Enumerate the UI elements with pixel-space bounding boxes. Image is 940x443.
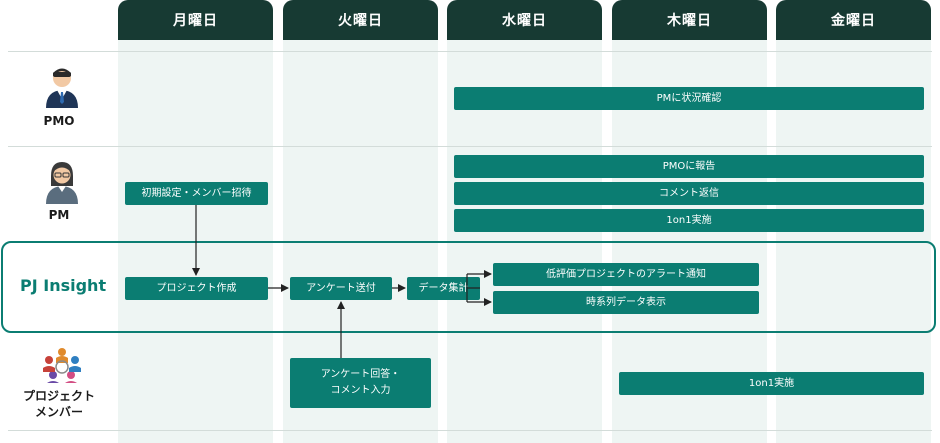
task-member-answer-line2: コメント入力	[330, 385, 391, 396]
task-timeseries-display: 時系列データ表示	[493, 291, 759, 314]
day-header-tue: 火曜日	[283, 0, 438, 40]
row-divider	[8, 51, 932, 52]
task-member-answer-line1: アンケート回答・	[320, 369, 401, 380]
role-pj-insight: PJ Insight	[20, 276, 107, 295]
task-data-aggregate: データ集計	[407, 277, 480, 300]
task-pm-initial-setup: 初期設定・メンバー招待	[125, 182, 268, 205]
day-header-fri: 金曜日	[776, 0, 931, 40]
team-members-icon	[43, 348, 81, 383]
day-header-thu: 木曜日	[612, 0, 767, 40]
role-pm: PM	[48, 208, 70, 222]
arrow-aggregate-branch	[466, 274, 480, 302]
role-member-line2: メンバー	[34, 405, 83, 420]
task-pm-report: PMOに報告	[454, 155, 924, 178]
task-member-answer: アンケート回答・ コメント入力	[290, 358, 431, 408]
task-low-rating-alert: 低評価プロジェクトのアラート通知	[493, 263, 759, 286]
pj-insight-frame	[1, 241, 936, 333]
task-survey-send: アンケート送付	[290, 277, 392, 300]
role-member-line1: プロジェクト	[22, 389, 95, 403]
task-pm-comment-reply: コメント返信	[454, 182, 924, 205]
day-header-wed: 水曜日	[447, 0, 602, 40]
task-project-create: プロジェクト作成	[125, 277, 268, 300]
task-pmo-check: PMに状況確認	[454, 87, 924, 110]
role-pmo: PMO	[43, 114, 75, 128]
row-divider	[8, 146, 932, 147]
pmo-avatar-icon	[46, 68, 78, 108]
day-header-mon: 月曜日	[118, 0, 273, 40]
row-divider	[8, 430, 932, 431]
task-pm-1on1: 1on1実施	[454, 209, 924, 232]
role-project-member: プロジェクト メンバー	[0, 388, 118, 420]
pm-avatar-icon	[46, 162, 78, 204]
task-member-1on1: 1on1実施	[619, 372, 924, 395]
